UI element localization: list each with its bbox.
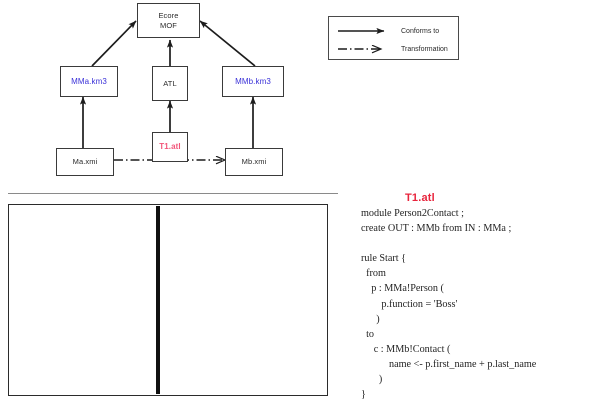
legend-item-transformation: Transformation	[337, 42, 455, 56]
box-ma-xmi-label: Ma.xmi	[72, 157, 98, 167]
metamodel-panel-divider	[156, 206, 160, 394]
legend-item-conforms-to: Conforms to	[337, 24, 455, 38]
box-ecore-mof-line2: MOF	[160, 20, 177, 30]
box-mmb-km3[interactable]: MMb.km3	[222, 66, 284, 97]
legend-label-transformation: Transformation	[401, 45, 448, 53]
atl-transformation-title: T1.atl	[405, 192, 435, 204]
box-atl[interactable]: ATL	[152, 66, 188, 101]
atl-transformation-code: module Person2Contact ; create OUT : MMb…	[361, 208, 537, 401]
box-ecore-mof-line1: Ecore	[158, 11, 179, 21]
box-mb-xmi[interactable]: Mb.xmi	[225, 148, 283, 176]
section-divider	[8, 193, 338, 194]
legend-label-conforms-to: Conforms to	[401, 27, 440, 35]
box-mma-km3-label: MMa.km3	[71, 76, 107, 86]
metamodel-panel	[8, 204, 328, 396]
box-mb-xmi-label: Mb.xmi	[241, 157, 267, 167]
legend-box: Conforms to Transformation	[328, 16, 459, 60]
box-ma-xmi[interactable]: Ma.xmi	[56, 148, 114, 176]
box-ecore-mof[interactable]: Ecore MOF	[137, 3, 200, 38]
box-mmb-km3-label: MMb.km3	[235, 76, 271, 86]
arrow-mmb-to-ecore	[199, 20, 256, 67]
box-mma-km3[interactable]: MMa.km3	[60, 66, 118, 97]
box-t1-atl-label: T1.atl	[159, 142, 181, 151]
box-atl-label: ATL	[163, 78, 177, 88]
arrow-mma-to-ecore	[91, 20, 137, 67]
box-t1-atl[interactable]: T1.atl	[152, 132, 188, 162]
legend-dashed-arrow-icon	[338, 43, 393, 55]
legend-solid-arrow-icon	[338, 27, 385, 35]
